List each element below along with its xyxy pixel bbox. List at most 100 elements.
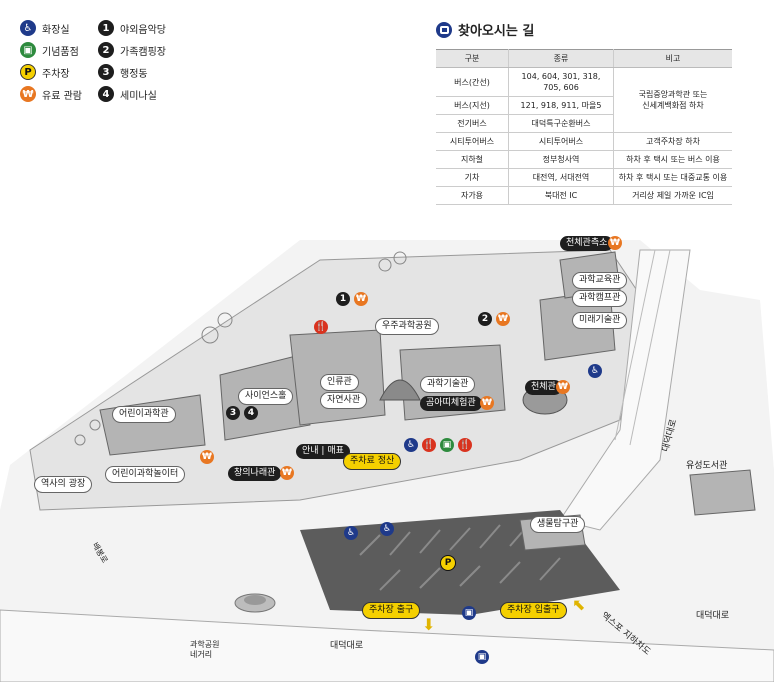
road-science-park-intersection: 과학공원 네거리 [190,640,220,659]
label-dinosaur-exp[interactable]: 곰아띠체험관 [420,396,482,411]
right-road [559,249,691,531]
legend-label: 유료 관람 [42,90,82,102]
table-row: 전기버스 대덕특구순환버스 [436,114,732,133]
legend-label: 행정동 [120,68,148,80]
label-parking-pay[interactable]: 주차료 정산 [343,453,402,470]
paid-admission-icon[interactable]: ₩ [354,292,368,306]
bus-stop-icon[interactable]: ▣ [462,606,476,620]
souvenir-shop-icon: ▣ [20,42,36,58]
restroom-icon[interactable]: ♿ [404,438,418,452]
trees [74,251,407,446]
table-row: 기차 대전역, 서대전역 하차 후 택시 또는 대중교통 이용 [436,168,732,187]
fountain-center [244,595,266,605]
paid-admission-icon[interactable]: ₩ [200,450,214,464]
table-cell: 고객주차장 하차 [613,132,732,151]
label-yuseong-library: 유성도서관 [686,461,728,471]
bus-icon [436,21,452,38]
paid-admission-icon: ₩ [20,86,36,102]
label-parking-exit[interactable]: 주차장 출구 [362,602,421,619]
label-children-playground[interactable]: 어린이과학놀이터 [105,466,186,483]
road-daedeok-right: 대덕대로 [696,611,730,621]
legend-souvenir: ▣ 기념품점 [20,42,79,58]
label-future-tech[interactable]: 미래기술관 [572,312,628,329]
table-cell: 대덕특구순환버스 [508,114,614,133]
parking-icon[interactable]: P [440,555,456,571]
restaurant-icon[interactable]: 🍴 [458,438,472,452]
legend-label: 야외음악당 [120,24,166,36]
label-space-park[interactable]: 우주과학공원 [375,318,439,335]
table-cell: 대전역, 서대전역 [508,168,614,187]
table-row: 버스(간선) 104, 604, 301, 318, 705, 606 국립중앙… [436,67,732,133]
legend-num-2: 2 가족캠핑장 [98,42,166,58]
label-human-hall[interactable]: 인류관 [320,374,359,391]
legend-label: 기념품점 [42,46,79,58]
legend-label: 주차장 [42,68,70,80]
table-cell: 하차 후 택시 또는 대중교통 이용 [613,168,732,187]
table-header: 구분 [436,49,509,68]
table-cell: 자가용 [436,186,509,205]
restaurant-icon[interactable]: 🍴 [422,438,436,452]
legend-num-3: 3 행정동 [98,64,148,80]
exit-arrow-icon: ⬇ [422,615,436,634]
number-2-icon: 2 [98,42,114,58]
label-creative-hall[interactable]: 창의나래관 [228,466,282,481]
table-cell: 버스(지선) [436,96,509,115]
table-header: 종류 [508,49,614,68]
directions-title: 찾아오시는 길 [458,24,535,39]
number-1-icon: 1 [98,20,114,36]
label-science-hall[interactable]: 사이언스홀 [238,388,294,405]
restaurant-icon[interactable]: 🍴 [314,320,328,334]
entrance-arrow-icon: ⬉ [572,595,586,614]
parking-lines [359,522,561,591]
table-cell: 시티투어버스 [436,132,509,151]
table-cell: 지하철 [436,150,509,169]
number-2-icon[interactable]: 2 [478,312,492,326]
table-cell: 121, 918, 911, 마을5 [508,96,614,115]
table-cell: 전기버스 [436,114,509,133]
paid-admission-icon[interactable]: ₩ [496,312,510,326]
restroom-icon[interactable]: ♿ [588,364,602,378]
number-4-icon[interactable]: 4 [244,406,258,420]
label-ecology-hall[interactable]: 생물탐구관 [530,516,586,533]
table-cell: 하차 후 택시 또는 버스 이용 [613,150,732,169]
paid-admission-icon: ₩ [556,380,570,394]
label-science-edu[interactable]: 과학교육관 [572,272,628,289]
label-children-science[interactable]: 어린이과학관 [112,406,176,423]
table-cell: 국립중앙과학관 또는 신세계백화점 하차 [613,67,732,133]
arch-entrance [379,379,421,401]
number-4-icon: 4 [98,86,114,102]
bus-stop-icon[interactable]: ▣ [475,650,489,664]
legend-parking: P 주차장 [20,64,70,80]
label-natural-history[interactable]: 자연사관 [320,392,368,409]
number-3-icon[interactable]: 3 [226,406,240,420]
label-planetarium[interactable]: 천체관 [525,380,562,395]
souvenir-shop-icon[interactable]: ▣ [440,438,454,452]
label-observatory[interactable]: 천체관측소 [560,236,614,251]
table-row: 시티투어버스 시티투어버스 고객주차장 하차 [436,132,732,151]
restroom-icon[interactable]: ♿ [344,526,358,540]
number-1-icon[interactable]: 1 [336,292,350,306]
paid-admission-icon: ₩ [608,236,622,250]
library-building [689,469,756,516]
directions-table: 구분 종류 비고 버스(간선) 104, 604, 301, 318, 705,… [436,49,732,205]
label-info-ticket[interactable]: 안내 | 매표 [296,444,350,459]
paid-admission-icon: ₩ [280,466,294,480]
bottom-road [0,609,774,682]
campus-map[interactable]: 우주과학공원 과학교육관 과학캠프관 미래기술관 사이언스홀 인류관 자연사관 … [0,210,774,682]
label-parking-entrance[interactable]: 주차장 입출구 [500,602,567,619]
table-row: 지하철 정부청사역 하차 후 택시 또는 버스 이용 [436,150,732,169]
label-history-plaza[interactable]: 역사의 광장 [34,476,93,493]
legend-paid: ₩ 유료 관람 [20,86,82,102]
label-science-tech[interactable]: 과학기술관 [420,376,476,393]
legend-num-4: 4 세미나실 [98,86,157,102]
restroom-icon: ♿ [20,20,36,36]
label-science-camp[interactable]: 과학캠프관 [572,290,628,307]
legend-label: 세미나실 [120,90,157,102]
legend-restroom: ♿ 화장실 [20,20,70,36]
directions-panel: 찾아오시는 길 구분 종류 비고 버스(간선) 104, 604, 301, 3… [436,20,732,205]
parking-icon: P [20,64,36,80]
table-cell: 버스(간선) [436,67,509,97]
legend-num-1: 1 야외음악당 [98,20,166,36]
restroom-icon[interactable]: ♿ [380,522,394,536]
legend-label: 가족캠핑장 [120,46,166,58]
